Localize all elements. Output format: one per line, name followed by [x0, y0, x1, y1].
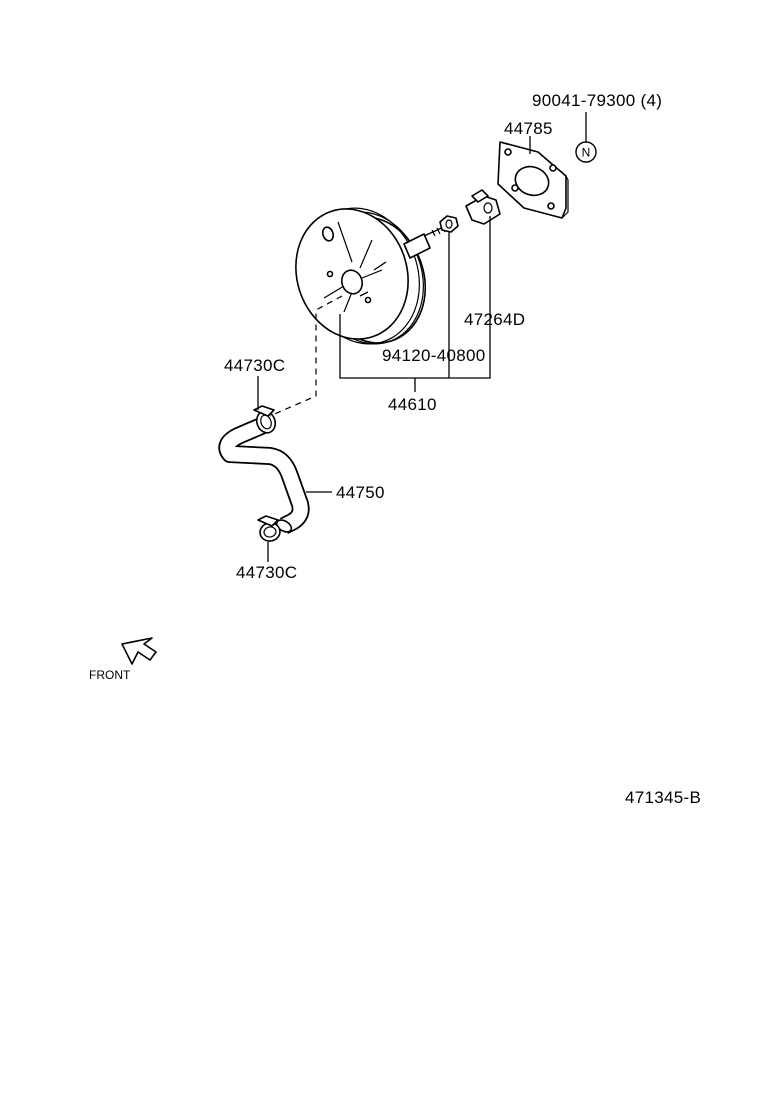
label-bolt-nut: 90041-79300 (4) — [532, 91, 662, 110]
label-gasket: 44785 — [504, 119, 553, 138]
label-front: FRONT — [89, 668, 131, 682]
nut-part — [439, 215, 459, 233]
label-nut: 94120-40800 — [382, 346, 486, 365]
clip-lower — [257, 515, 281, 542]
label-clip-lower: 44730C — [236, 563, 297, 582]
brake-booster — [295, 207, 447, 345]
note-n-marker: N — [575, 141, 597, 163]
label-hose: 44750 — [336, 483, 385, 502]
label-booster-assy: 44610 — [388, 395, 437, 414]
clevis-part — [465, 189, 501, 225]
label-clevis: 47264D — [464, 310, 525, 329]
leader-lines — [257, 112, 587, 562]
connection-dashed-line — [269, 295, 343, 417]
svg-text:N: N — [582, 146, 591, 160]
gasket-part — [497, 141, 569, 219]
label-clip-upper: 44730C — [224, 356, 285, 375]
clip-upper — [253, 405, 277, 434]
label-diagram-id: 471345-B — [625, 788, 701, 807]
front-arrow-icon — [121, 637, 157, 665]
